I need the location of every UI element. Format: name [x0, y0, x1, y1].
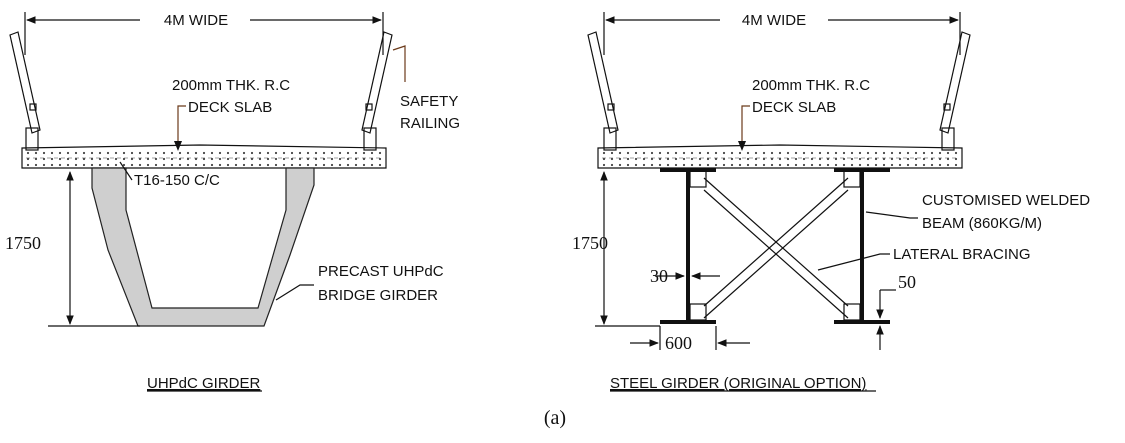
flange-thickness-dimension: 50	[876, 272, 916, 350]
right-section-title: STEEL GIRDER (ORIGINAL OPTION)	[610, 375, 866, 392]
steel-beam-right	[834, 168, 890, 324]
left-slab-leader	[177, 105, 186, 148]
right-slab-leader	[741, 105, 750, 148]
lateral-bracing	[703, 177, 849, 319]
left-deck-slab	[21, 144, 387, 169]
uhpdc-section: 4M WIDE 1750 200mm THK. R.C D	[5, 12, 460, 392]
left-slab-label-line1: 200mm THK. R.C	[172, 77, 290, 94]
left-depth-dimension: 1750	[5, 171, 140, 327]
left-width-label: 4M WIDE	[164, 12, 228, 29]
rebar-leader	[119, 161, 133, 181]
right-depth-dimension: 1750	[572, 171, 660, 327]
rebar-label: T16-150 C/C	[134, 172, 220, 189]
railing-leader	[392, 45, 406, 82]
right-width-dimension: 4M WIDE	[603, 12, 961, 55]
flange-width-label: 600	[665, 333, 692, 353]
beam-label-line2: BEAM (860KG/M)	[922, 215, 1042, 232]
left-depth-label: 1750	[5, 233, 41, 253]
web-thickness-dimension: 30	[650, 266, 720, 286]
left-railing-right	[361, 31, 393, 151]
right-deck-slab	[597, 144, 963, 169]
beam-label-line1: CUSTOMISED WELDED	[922, 192, 1090, 209]
steel-beam-left	[660, 168, 716, 324]
uhpdc-girder-section	[91, 167, 315, 327]
flange-thickness-label: 50	[898, 272, 916, 292]
right-railing-left	[587, 31, 619, 151]
right-railing-right	[939, 31, 971, 151]
right-width-label: 4M WIDE	[742, 12, 806, 29]
girder-label-line1: PRECAST UHPdC	[318, 263, 444, 280]
girder-leader	[275, 284, 314, 301]
bracing-label: LATERAL BRACING	[893, 246, 1031, 263]
left-width-dimension: 4M WIDE	[24, 12, 384, 55]
right-slab-label-line2: DECK SLAB	[752, 99, 836, 116]
figure-caption: (a)	[544, 407, 566, 429]
bracing-leader	[817, 253, 890, 271]
right-slab-label-line1: 200mm THK. R.C	[752, 77, 870, 94]
beam-leader	[865, 211, 918, 219]
railing-label-line1: SAFETY	[400, 93, 458, 110]
girder-label-line2: BRIDGE GIRDER	[318, 287, 438, 304]
steel-section: 4M WIDE	[572, 12, 1090, 392]
railing-label-line2: RAILING	[400, 115, 460, 132]
flange-width-dimension: 600	[630, 326, 750, 353]
web-thickness-label: 30	[650, 266, 668, 286]
left-section-title: UHPdC GIRDER	[147, 375, 261, 392]
right-depth-label: 1750	[572, 233, 608, 253]
left-slab-label-line2: DECK SLAB	[188, 99, 272, 116]
